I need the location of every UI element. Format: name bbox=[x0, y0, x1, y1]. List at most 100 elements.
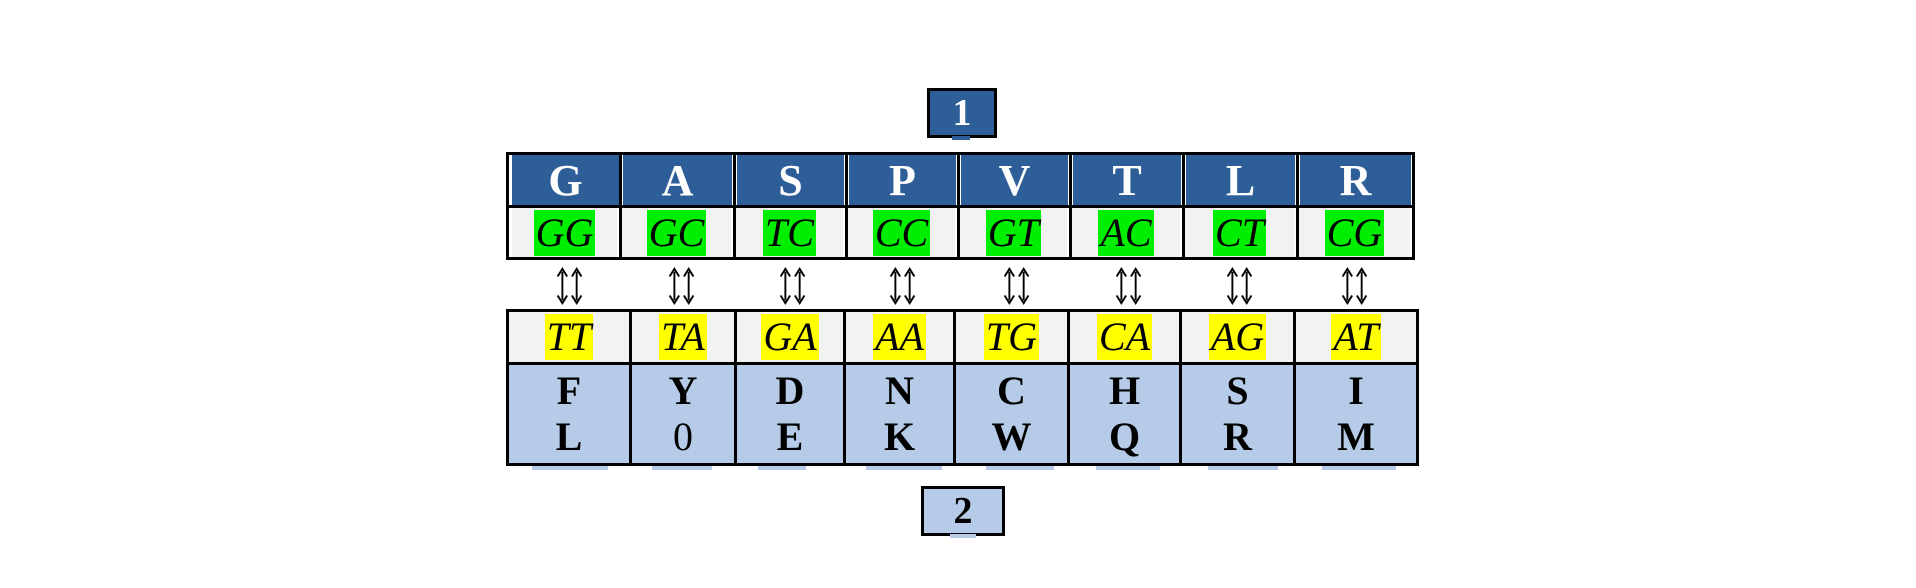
label-1: 1 bbox=[927, 88, 997, 138]
double-arrow-icon bbox=[668, 267, 695, 305]
bottom-aa-letter-1: Y bbox=[668, 368, 698, 413]
top-codon-cell: CC bbox=[848, 208, 955, 257]
top-codon-text: GG bbox=[533, 209, 596, 256]
underline-mark bbox=[1096, 466, 1160, 470]
underline-mark bbox=[986, 466, 1054, 470]
bottom-aa-letter-2: W bbox=[991, 414, 1032, 459]
bottom-aa-letter-1: I bbox=[1348, 368, 1364, 413]
bottom-codon-text: TG bbox=[983, 314, 1040, 360]
top-aa-cell: S bbox=[737, 155, 844, 205]
bottom-aa-letter-2: M bbox=[1337, 414, 1375, 459]
label-2: 2 bbox=[921, 486, 1005, 536]
double-arrow-icon bbox=[1003, 267, 1030, 305]
top-aa-letter: L bbox=[1225, 155, 1256, 205]
top-codon-cell: CT bbox=[1185, 208, 1294, 257]
column-divider bbox=[843, 312, 846, 463]
bottom-aa-letter-2: Q bbox=[1108, 414, 1141, 459]
bottom-aa-letter-1: N bbox=[885, 368, 914, 413]
double-arrow-icon bbox=[889, 267, 916, 305]
bottom-aa-letter-1: H bbox=[1108, 368, 1141, 413]
bottom-aa-letter-2: K bbox=[883, 414, 916, 459]
top-codon-text: CC bbox=[872, 209, 931, 256]
label-1-underline bbox=[952, 136, 970, 140]
top-aa-cell: R bbox=[1300, 155, 1411, 205]
top-aa-letter: V bbox=[998, 155, 1031, 205]
bottom-aa-letter-1: S bbox=[1226, 368, 1249, 413]
top-codon-text: GC bbox=[646, 209, 707, 256]
label-2-underline bbox=[950, 534, 976, 538]
bottom-aa-letter-1: D bbox=[775, 368, 805, 413]
column-divider bbox=[1293, 312, 1296, 463]
top-codon-text: CT bbox=[1213, 209, 1266, 256]
top-codon-text: CG bbox=[1324, 209, 1385, 256]
double-arrow-icon bbox=[1341, 267, 1368, 305]
underline-mark bbox=[758, 466, 806, 470]
bottom-codon-text: AA bbox=[873, 314, 926, 360]
bottom-codon-text: TA bbox=[659, 314, 707, 360]
bottom-codon-cell: AA bbox=[846, 312, 953, 362]
top-codon-cell: AC bbox=[1072, 208, 1180, 257]
column-divider bbox=[1067, 312, 1070, 463]
underline-mark bbox=[532, 466, 608, 470]
bottom-codon-text: AT bbox=[1331, 314, 1381, 360]
top-codon-cell: GG bbox=[512, 208, 617, 257]
bottom-codon-cell: GA bbox=[737, 312, 843, 362]
underline-mark bbox=[866, 466, 942, 470]
bottom-codon-cell: TA bbox=[632, 312, 734, 362]
top-aa-letter: A bbox=[661, 155, 694, 205]
top-aa-letter: R bbox=[1339, 155, 1372, 205]
top-aa-letter: P bbox=[889, 155, 916, 205]
top-aa-letter: S bbox=[778, 155, 803, 205]
top-codon-cell: GT bbox=[960, 208, 1067, 257]
bottom-aa-letter-1: C bbox=[997, 368, 1026, 413]
double-arrow-icon bbox=[1115, 267, 1142, 305]
bottom-codon-cell: AG bbox=[1182, 312, 1293, 362]
bottom-codon-cell: TT bbox=[509, 312, 629, 362]
top-aa-letter: T bbox=[1112, 155, 1142, 205]
bottom-aa-letter-2: R bbox=[1223, 414, 1252, 459]
top-aa-cell: T bbox=[1073, 155, 1181, 205]
top-codon-text: GT bbox=[985, 209, 1042, 256]
bottom-codon-cell: CA bbox=[1070, 312, 1179, 362]
column-divider bbox=[953, 312, 956, 463]
top-codon-cell: TC bbox=[736, 208, 843, 257]
top-codon-text: AC bbox=[1098, 209, 1154, 256]
bottom-codon-text: TT bbox=[544, 314, 594, 360]
column-divider bbox=[734, 312, 737, 463]
double-arrow-icon bbox=[556, 267, 583, 305]
bottom-aa-letter-2: E bbox=[776, 414, 804, 459]
top-aa-letter: G bbox=[548, 155, 583, 205]
bottom-codon-cell: TG bbox=[956, 312, 1067, 362]
bottom-aa-letter-2: L bbox=[555, 414, 583, 459]
top-codon-cell: CG bbox=[1299, 208, 1410, 257]
row-divider bbox=[509, 205, 1412, 208]
label-1-text: 1 bbox=[952, 92, 972, 134]
bottom-aa-letter-1: F bbox=[556, 368, 582, 413]
bottom-codon-text: AG bbox=[1208, 314, 1267, 360]
top-aa-cell: L bbox=[1186, 155, 1295, 205]
top-codon-text: TC bbox=[763, 209, 816, 256]
bottom-codon-cell: AT bbox=[1296, 312, 1416, 362]
underline-mark bbox=[1322, 466, 1396, 470]
top-aa-cell: V bbox=[961, 155, 1068, 205]
bottom-codon-text: GA bbox=[761, 314, 819, 360]
top-codon-cell: GC bbox=[622, 208, 731, 257]
double-arrow-icon bbox=[779, 267, 806, 305]
row-divider bbox=[509, 362, 1416, 365]
label-2-text: 2 bbox=[953, 490, 973, 532]
bottom-aa-letter-2: 0 bbox=[673, 414, 693, 459]
top-aa-cell: P bbox=[849, 155, 956, 205]
underline-mark bbox=[1208, 466, 1278, 470]
top-aa-cell: A bbox=[623, 155, 732, 205]
column-divider bbox=[629, 312, 632, 463]
